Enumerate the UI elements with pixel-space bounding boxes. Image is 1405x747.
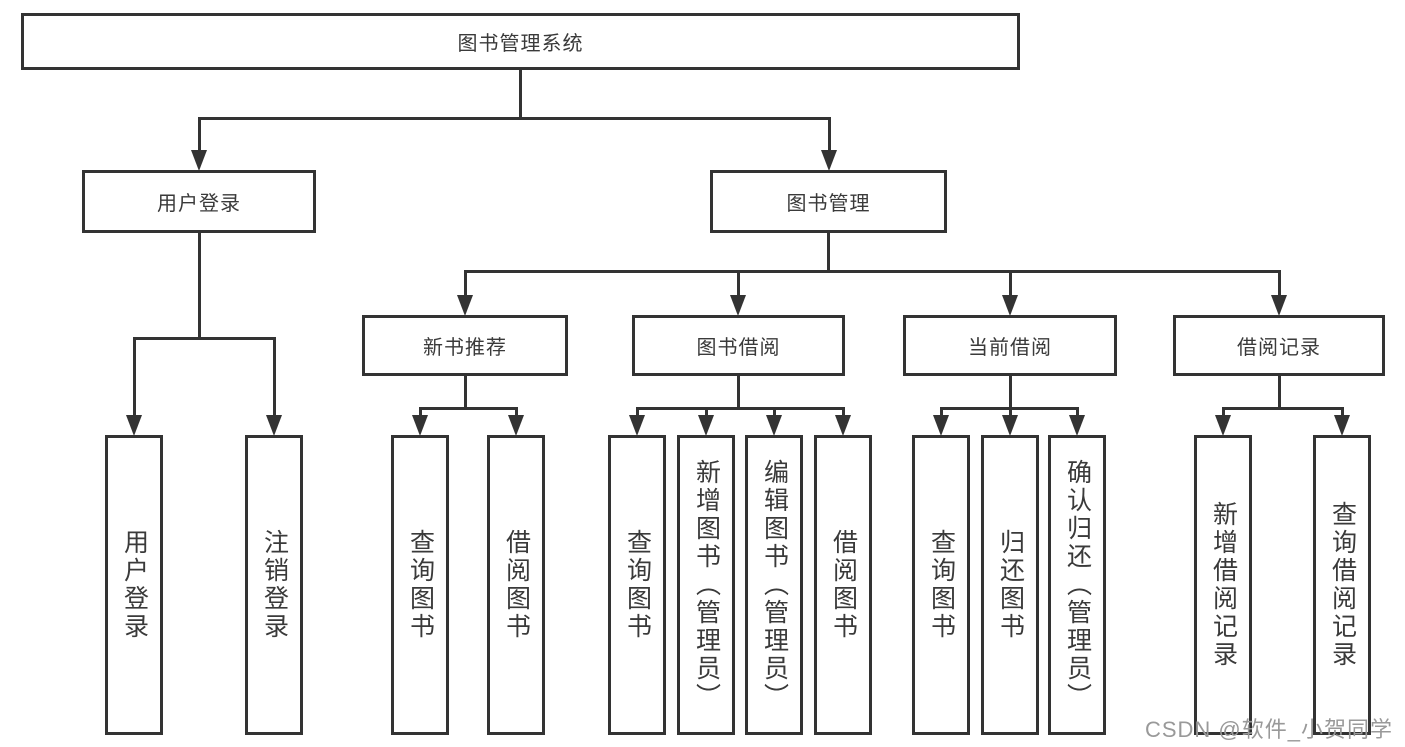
connector-rail: [198, 117, 831, 120]
connector-stem: [1009, 376, 1012, 410]
connector-arrow-stem: [842, 407, 845, 418]
node-label: 新增借阅记录: [1209, 501, 1238, 669]
arrow-down-icon: [933, 415, 949, 436]
arrow-down-icon: [821, 150, 837, 171]
connector-rail: [419, 407, 518, 410]
connector-rail: [636, 407, 845, 410]
arrow-down-icon: [698, 415, 714, 436]
connector-arrow-stem: [1009, 270, 1012, 298]
node-label: 借阅图书: [829, 529, 858, 641]
connector-stem: [737, 376, 740, 410]
arrow-down-icon: [766, 415, 782, 436]
connector-arrow-stem: [1341, 407, 1344, 418]
connector-arrow-stem: [705, 407, 708, 418]
connector-arrow-stem: [133, 337, 136, 417]
node-label: 用户登录: [157, 193, 241, 215]
arrow-down-icon: [730, 295, 746, 316]
connector-arrow-stem: [1222, 407, 1225, 418]
leaf-confirm-return-admin: 确认归还（管理员）: [1048, 435, 1106, 735]
arrow-down-icon: [1334, 415, 1350, 436]
node-label: 当前借阅: [968, 337, 1052, 359]
connector-arrow-stem: [419, 407, 422, 418]
arrow-down-icon: [508, 415, 524, 436]
arrow-down-icon: [1002, 295, 1018, 316]
leaf-query-borrow-record: 查询借阅记录: [1313, 435, 1371, 735]
connector-arrow-stem: [1278, 270, 1281, 298]
arrow-down-icon: [191, 150, 207, 171]
connector-arrow-stem: [636, 407, 639, 418]
connector-arrow-stem: [273, 337, 276, 417]
leaf-query-books-recommend: 查询图书: [391, 435, 449, 735]
node-label: 借阅图书: [502, 529, 531, 641]
node-label: 查询图书: [623, 529, 652, 641]
connector-arrow-stem: [737, 270, 740, 298]
arrow-down-icon: [1215, 415, 1231, 436]
node-book-borrowing: 图书借阅: [632, 315, 845, 376]
leaf-return-books: 归还图书: [981, 435, 1039, 735]
node-label: 新书推荐: [423, 337, 507, 359]
node-label: 图书管理: [786, 193, 871, 215]
node-new-book-recommend: 新书推荐: [362, 315, 568, 376]
connector-stem: [1278, 376, 1281, 410]
node-label: 注销登录: [260, 529, 289, 641]
leaf-query-books-borrowing: 查询图书: [608, 435, 666, 735]
connector-rail: [464, 270, 1281, 273]
connector-arrow-stem: [1009, 407, 1012, 418]
node-label: 归还图书: [996, 529, 1025, 641]
node-label: 图书管理系统: [457, 33, 584, 55]
arrow-down-icon: [1069, 415, 1085, 436]
leaf-add-book-admin: 新增图书（管理员）: [677, 435, 735, 735]
connector-arrow-stem: [828, 117, 831, 153]
arrow-down-icon: [1271, 295, 1287, 316]
node-label: 查询图书: [927, 529, 956, 641]
leaf-borrow-books-recommend: 借阅图书: [487, 435, 545, 735]
node-label: 用户登录: [120, 529, 149, 641]
arrow-down-icon: [457, 295, 473, 316]
node-book-management: 图书管理: [710, 170, 947, 233]
csdn-watermark: CSDN @软件_小贺同学: [1144, 717, 1393, 742]
node-label: 编辑图书（管理员）: [760, 459, 789, 711]
node-label: 新增图书（管理员）: [692, 459, 721, 711]
leaf-borrow-books: 借阅图书: [814, 435, 872, 735]
connector-stem: [198, 233, 201, 340]
connector-stem: [519, 70, 522, 119]
connector-arrow-stem: [1076, 407, 1079, 418]
arrow-down-icon: [412, 415, 428, 436]
node-label: 查询图书: [406, 529, 435, 641]
leaf-edit-book-admin: 编辑图书（管理员）: [745, 435, 803, 735]
node-label: 图书借阅: [696, 337, 781, 359]
arrow-down-icon: [126, 415, 142, 436]
connector-stem: [827, 233, 830, 273]
arrow-down-icon: [835, 415, 851, 436]
connector-stem: [464, 376, 467, 410]
node-library-system: 图书管理系统: [21, 13, 1020, 70]
leaf-user-login: 用户登录: [105, 435, 163, 735]
connector-rail: [133, 337, 276, 340]
connector-arrow-stem: [464, 270, 467, 298]
node-user-login: 用户登录: [82, 170, 316, 233]
connector-arrow-stem: [940, 407, 943, 418]
leaf-logout: 注销登录: [245, 435, 303, 735]
node-current-borrowing: 当前借阅: [903, 315, 1117, 376]
node-borrowing-records: 借阅记录: [1173, 315, 1385, 376]
node-label: 确认归还（管理员）: [1063, 459, 1092, 711]
connector-rail: [1222, 407, 1344, 410]
connector-arrow-stem: [198, 117, 201, 153]
node-label: 查询借阅记录: [1328, 501, 1357, 669]
connector-arrow-stem: [773, 407, 776, 418]
arrow-down-icon: [266, 415, 282, 436]
arrow-down-icon: [1002, 415, 1018, 436]
connector-arrow-stem: [515, 407, 518, 418]
node-label: 借阅记录: [1237, 337, 1321, 359]
arrow-down-icon: [629, 415, 645, 436]
leaf-query-books-current: 查询图书: [912, 435, 970, 735]
leaf-add-borrow-record: 新增借阅记录: [1194, 435, 1252, 735]
